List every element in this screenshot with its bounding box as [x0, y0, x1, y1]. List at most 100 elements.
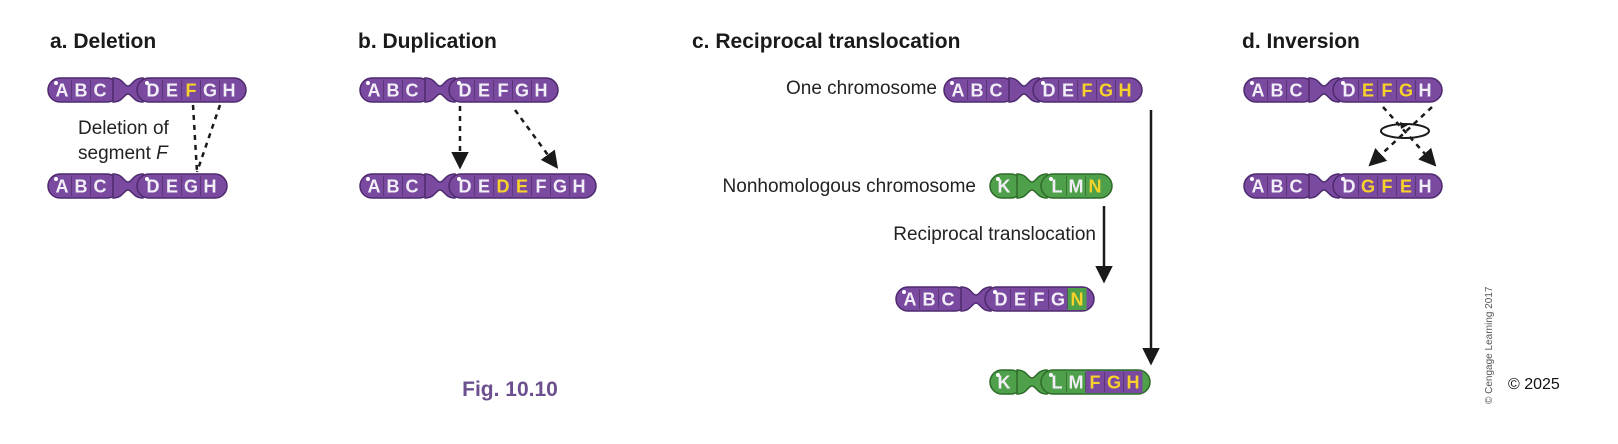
- panel-d-title: d. Inversion: [1242, 30, 1360, 53]
- gene-label: A: [1252, 177, 1265, 197]
- chromosome-arm: [136, 77, 247, 103]
- gene-label: B: [75, 81, 88, 101]
- chromosome-arm: [984, 286, 1095, 312]
- gene-label: C: [1290, 177, 1303, 197]
- gene-label: C: [1290, 81, 1303, 101]
- gene-label: E: [478, 81, 490, 101]
- telomere-dot: [993, 290, 997, 294]
- gene-label: A: [904, 290, 917, 310]
- telomere-dot: [54, 81, 58, 85]
- duplication-arrow-right: [513, 109, 559, 169]
- gene-label: E: [166, 177, 178, 197]
- centromere: [112, 173, 144, 199]
- telomere-dot: [457, 177, 461, 181]
- centromere: [424, 173, 456, 199]
- gene-label: L: [1052, 373, 1063, 393]
- copyright-text: © 2025: [1508, 376, 1560, 393]
- inversion-rotation-arrowhead: [1400, 122, 1408, 129]
- gene-label: D: [147, 81, 160, 101]
- gene-label: A: [56, 81, 69, 101]
- one-chromosome-label: One chromosome: [786, 78, 937, 99]
- gene-label: F: [1082, 81, 1093, 101]
- gene-label: M: [1069, 373, 1084, 393]
- gene-segment: [1104, 371, 1124, 393]
- gene-label: G: [515, 81, 529, 101]
- gene-label: B: [387, 81, 400, 101]
- telomere-dot: [996, 373, 1000, 377]
- gene-label: A: [952, 81, 965, 101]
- inversion-arrow-right: [1382, 106, 1437, 167]
- telomere-dot: [1250, 177, 1254, 181]
- gene-label: M: [1069, 177, 1084, 197]
- gene-label: B: [1271, 177, 1284, 197]
- telomere-dot: [1341, 81, 1345, 85]
- gene-label: F: [1034, 290, 1045, 310]
- telomere-dot: [1049, 177, 1053, 181]
- gene-label: E: [1014, 290, 1026, 310]
- gene-label: G: [1399, 81, 1413, 101]
- gene-label: D: [1043, 81, 1056, 101]
- gene-label: A: [56, 177, 69, 197]
- gene-label: G: [1051, 290, 1065, 310]
- gene-label: C: [942, 290, 955, 310]
- gene-label: B: [1271, 81, 1284, 101]
- gene-label: A: [368, 81, 381, 101]
- gene-label: G: [203, 81, 217, 101]
- gene-label: D: [459, 81, 472, 101]
- chromosome-arm: [448, 77, 559, 103]
- gene-label: B: [75, 177, 88, 197]
- gene-label: E: [1400, 177, 1412, 197]
- centromere: [112, 77, 144, 103]
- deletion-dashed-line-left: [191, 104, 199, 173]
- telomere-dot: [950, 81, 954, 85]
- gene-label: E: [1062, 81, 1074, 101]
- panel-a-title: a. Deletion: [50, 30, 156, 53]
- gene-label: N: [1071, 290, 1084, 310]
- gene-label: F: [1090, 373, 1101, 393]
- chromosome-arm: [1332, 77, 1443, 103]
- gene-label: E: [516, 177, 528, 197]
- centromere: [1308, 173, 1340, 199]
- telomere-dot: [457, 81, 461, 85]
- gene-label: H: [1127, 373, 1140, 393]
- centromere: [1016, 173, 1048, 199]
- gene-label: A: [368, 177, 381, 197]
- centromere: [1308, 77, 1340, 103]
- gene-label: E: [166, 81, 178, 101]
- centromere: [1008, 77, 1040, 103]
- inversion-arrow-left: [1368, 106, 1433, 167]
- chromosome-arm: [448, 173, 597, 199]
- gene-label: D: [1343, 177, 1356, 197]
- nonhomologous-label: Nonhomologous chromosome: [723, 176, 976, 197]
- panel-c-title: c. Reciprocal translocation: [692, 30, 960, 53]
- chromosome-arm: [1332, 173, 1443, 199]
- telomere-dot: [1250, 81, 1254, 85]
- gene-label: C: [406, 177, 419, 197]
- gene-label: C: [94, 177, 107, 197]
- gene-label: F: [498, 81, 509, 101]
- telomere-dot: [902, 290, 906, 294]
- figure-label: Fig. 10.10: [462, 378, 558, 401]
- gene-label: C: [94, 81, 107, 101]
- gene-label: N: [1089, 177, 1102, 197]
- gene-label: F: [1382, 177, 1393, 197]
- telomere-dot: [145, 81, 149, 85]
- gene-segment: [1123, 371, 1143, 393]
- gene-label: E: [1362, 81, 1374, 101]
- gene-label: F: [1382, 81, 1393, 101]
- gene-label: D: [497, 177, 510, 197]
- telomere-dot: [145, 177, 149, 181]
- gene-label: L: [1052, 177, 1063, 197]
- gene-label: G: [553, 177, 567, 197]
- gene-label: H: [223, 81, 236, 101]
- telomere-dot: [54, 177, 58, 181]
- telomere-dot: [366, 177, 370, 181]
- gene-label: F: [186, 81, 197, 101]
